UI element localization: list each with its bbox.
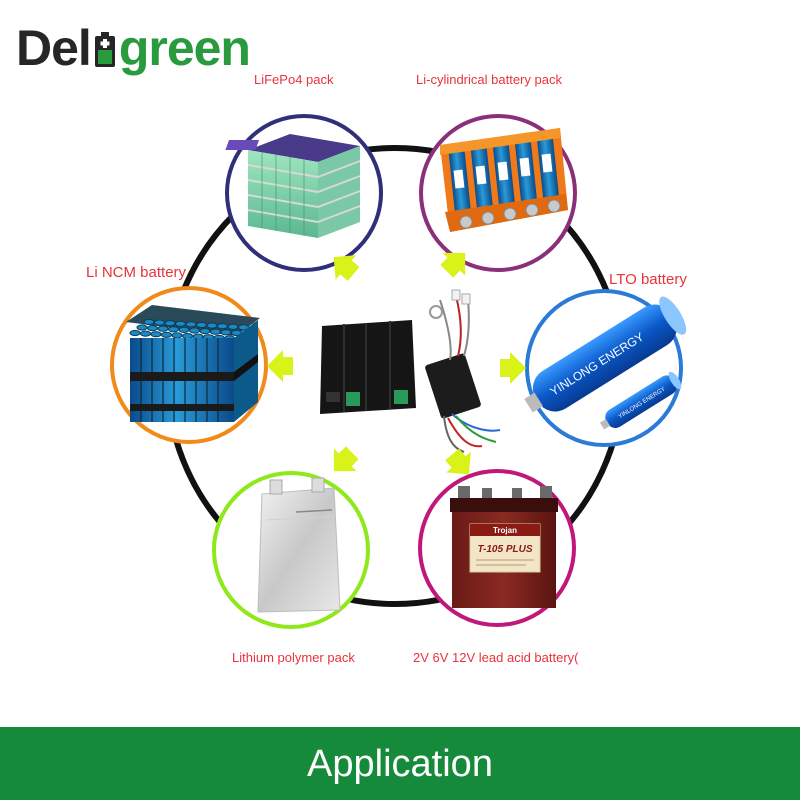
arrows	[267, 252, 526, 475]
ncm-cell-top	[199, 328, 211, 335]
ncm-cell-top	[206, 322, 218, 329]
heatsink-module-image	[320, 320, 416, 414]
ncm-cell-top	[227, 323, 239, 330]
arrow-to-ncm	[267, 350, 293, 382]
brand-logo: Del green	[16, 18, 251, 78]
lto-node: YINLONG ENERGY YINLONG ENERGY	[524, 289, 687, 447]
ncm-cell-top	[217, 323, 228, 330]
center-product	[320, 289, 501, 453]
lifepo4-node	[225, 114, 383, 272]
ncm-cell-top	[175, 320, 186, 327]
battery-icon	[94, 32, 116, 68]
trojan-model-text: T-105 PLUS	[477, 544, 532, 555]
arrow-to-polymer	[333, 446, 359, 472]
ncm-cell-top	[178, 326, 190, 333]
cylindrical-node	[419, 114, 577, 272]
trojan-brand-text: Trojan	[493, 526, 517, 535]
lead-acid-node: Trojan T-105 PLUS	[418, 469, 576, 627]
label-lead-acid: 2V 6V 12V lead acid battery(	[413, 650, 579, 665]
footer-title: Application	[307, 743, 493, 785]
ncm-cell-top	[161, 331, 172, 338]
label-lifepo4: LiFePo4 pack	[254, 72, 334, 87]
ncm-cell-top	[196, 321, 207, 329]
polymer-node	[212, 471, 370, 629]
ncm-cell-top	[171, 332, 183, 339]
label-lto: LTO battery	[609, 271, 687, 288]
ncm-cell-top	[129, 329, 141, 337]
polymer-pouch-image	[257, 477, 341, 613]
ncm-cell-top	[220, 329, 232, 336]
ncm-cell-top	[210, 328, 221, 335]
ncm-cell-top	[136, 324, 148, 331]
arrow-to-lead-acid	[445, 448, 471, 475]
ncm-cell-top	[164, 320, 176, 327]
ncm-cell-top	[154, 319, 165, 326]
arrow-to-lto	[500, 352, 526, 384]
ncm-cell-top	[147, 325, 158, 332]
ncm-pack-image	[126, 305, 260, 422]
ncm-cell-top	[185, 321, 197, 328]
label-ncm: Li NCM battery	[86, 264, 187, 281]
ncm-node	[110, 286, 268, 444]
ncm-cell-top	[150, 331, 162, 338]
arrow-to-cylindrical	[440, 252, 466, 278]
brand-name-green: green	[118, 20, 251, 76]
label-polymer: Lithium polymer pack	[232, 650, 355, 665]
arrow-to-lifepo4	[333, 255, 360, 281]
ncm-cell-top	[182, 332, 193, 340]
ncm-cell-top	[168, 326, 179, 333]
footer-banner: Application	[0, 727, 800, 800]
application-diagram: YINLONG ENERGY YINLONG ENERGY	[110, 114, 687, 629]
ncm-cell-top	[157, 325, 169, 332]
lead-acid-battery-image: Trojan T-105 PLUS	[450, 486, 558, 608]
ncm-cell-top	[189, 327, 200, 334]
brand-name-dark: Del	[16, 20, 92, 76]
ncm-cell-top	[140, 330, 151, 337]
ncm-cell-top	[143, 318, 155, 326]
label-cylindrical: Li-cylindrical battery pack	[416, 72, 562, 87]
cylindrical-pack-image	[440, 128, 568, 232]
lifepo4-pack-image	[225, 134, 361, 238]
balancer-module-image	[425, 289, 501, 453]
